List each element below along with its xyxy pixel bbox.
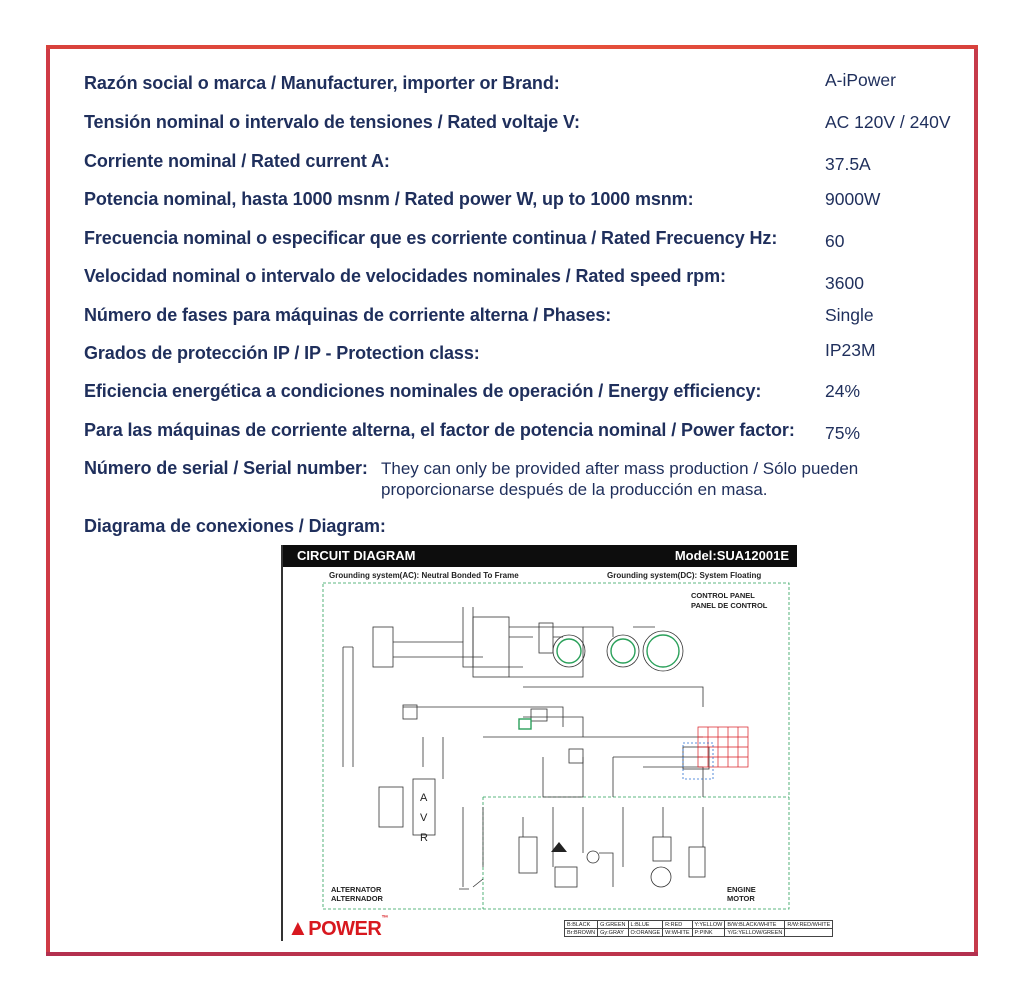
avr-letter-v: V <box>420 812 428 824</box>
row-value-power: 9000W <box>825 189 881 209</box>
row-label-voltage: Tensión nominal o intervalo de tensiones… <box>84 112 580 132</box>
serial-value-line-1: They can only be provided after mass pro… <box>381 459 859 478</box>
legend-cell: Br:BROWN <box>563 928 599 937</box>
avr-letter-r: R <box>420 832 428 844</box>
row-value-ip-class: IP23M <box>825 340 876 360</box>
row-label-speed: Velocidad nominal o intervalo de velocid… <box>84 266 726 286</box>
logo-text: POWER <box>308 918 382 940</box>
grounding-ac-text: Grounding system(AC): Neutral Bonded To … <box>329 571 519 580</box>
grounding-dc-text: Grounding system(DC): System Floating <box>607 571 762 580</box>
row-value-efficiency: 24% <box>825 381 861 401</box>
row-label-frequency: Frecuencia nominal o especificar que es … <box>84 228 778 248</box>
diagram-title: CIRCUIT DIAGRAM <box>297 548 416 563</box>
legend-cell: R:RED <box>662 920 693 929</box>
row-value-phases: Single <box>825 305 874 325</box>
row-label-power-factor: Para las máquinas de corriente alterna, … <box>84 420 795 440</box>
logo-a-icon: ▲ <box>287 915 309 940</box>
legend-cell: Y:YELLOW <box>691 920 726 929</box>
alternator-text: ALTERNATOR <box>331 885 382 894</box>
row-label-brand: Razón social o marca / Manufacturer, imp… <box>84 73 560 93</box>
page-frame <box>46 45 978 956</box>
alternador-text: ALTERNADOR <box>331 894 383 903</box>
row-label-phases: Número de fases para máquinas de corrien… <box>84 305 612 325</box>
legend-cell: P:PINK <box>691 928 726 937</box>
legend-row: Br:BROWN Gy:GRAY O:ORANGE W:WHITE P:PINK… <box>563 928 834 937</box>
serial-label: Número de serial / Serial number: <box>84 458 368 478</box>
wire-color-legend: B:BLACK G:GREEN L:BLUE R:RED Y:YELLOW B/… <box>563 920 834 937</box>
control-panel-text: CONTROL PANEL <box>691 591 755 600</box>
legend-cell: B/W:BLACK/WHITE <box>724 920 786 929</box>
row-value-speed: 3600 <box>825 273 864 293</box>
row-value-current: 37.5A <box>825 154 871 174</box>
row-label-current: Corriente nominal / Rated current A: <box>84 151 390 171</box>
circuit-diagram: CIRCUIT DIAGRAM Model:SUA12001E Groundin… <box>281 545 834 941</box>
serial-value: They can only be provided after mass pro… <box>381 458 941 500</box>
panel-de-control-text: PANEL DE CONTROL <box>691 601 768 610</box>
diagram-label: Diagrama de conexiones / Diagram: <box>84 516 386 536</box>
circuit-schematic <box>322 582 790 910</box>
legend-cell: Y/G:YELLOW/GREEN <box>724 928 786 937</box>
legend-cell: O:ORANGE <box>627 928 664 937</box>
diagram-header: CIRCUIT DIAGRAM Model:SUA12001E <box>283 545 797 567</box>
serial-value-line-2: proporcionarse después de la producción … <box>381 480 768 499</box>
legend-row: B:BLACK G:GREEN L:BLUE R:RED Y:YELLOW B/… <box>563 920 834 929</box>
legend-cell: Gy:GRAY <box>597 928 629 937</box>
motor-text: MOTOR <box>727 894 755 903</box>
legend-cell: W:WHITE <box>662 928 693 937</box>
row-value-frequency: 60 <box>825 231 845 251</box>
diagram-model: Model:SUA12001E <box>674 548 789 563</box>
logo-tm: ™ <box>381 915 388 922</box>
row-value-brand: A-iPower <box>825 70 896 90</box>
a-ipower-logo: ▲POWER™ <box>287 915 388 941</box>
legend-cell <box>784 928 834 937</box>
row-label-ip-class: Grados de protección IP / IP - Protectio… <box>84 343 480 363</box>
legend-cell: B:BLACK <box>563 920 599 929</box>
row-value-voltage: AC 120V / 240V <box>825 112 951 132</box>
row-label-efficiency: Eficiencia energética a condiciones nomi… <box>84 381 762 401</box>
legend-cell: R/W:RED/WHITE <box>784 920 834 929</box>
row-value-power-factor: 75% <box>825 423 861 443</box>
avr-letter-a: A <box>420 792 428 804</box>
row-label-power: Potencia nominal, hasta 1000 msnm / Rate… <box>84 189 694 209</box>
legend-cell: G:GREEN <box>597 920 629 929</box>
engine-text: ENGINE <box>727 885 756 894</box>
legend-cell: L:BLUE <box>627 920 664 929</box>
